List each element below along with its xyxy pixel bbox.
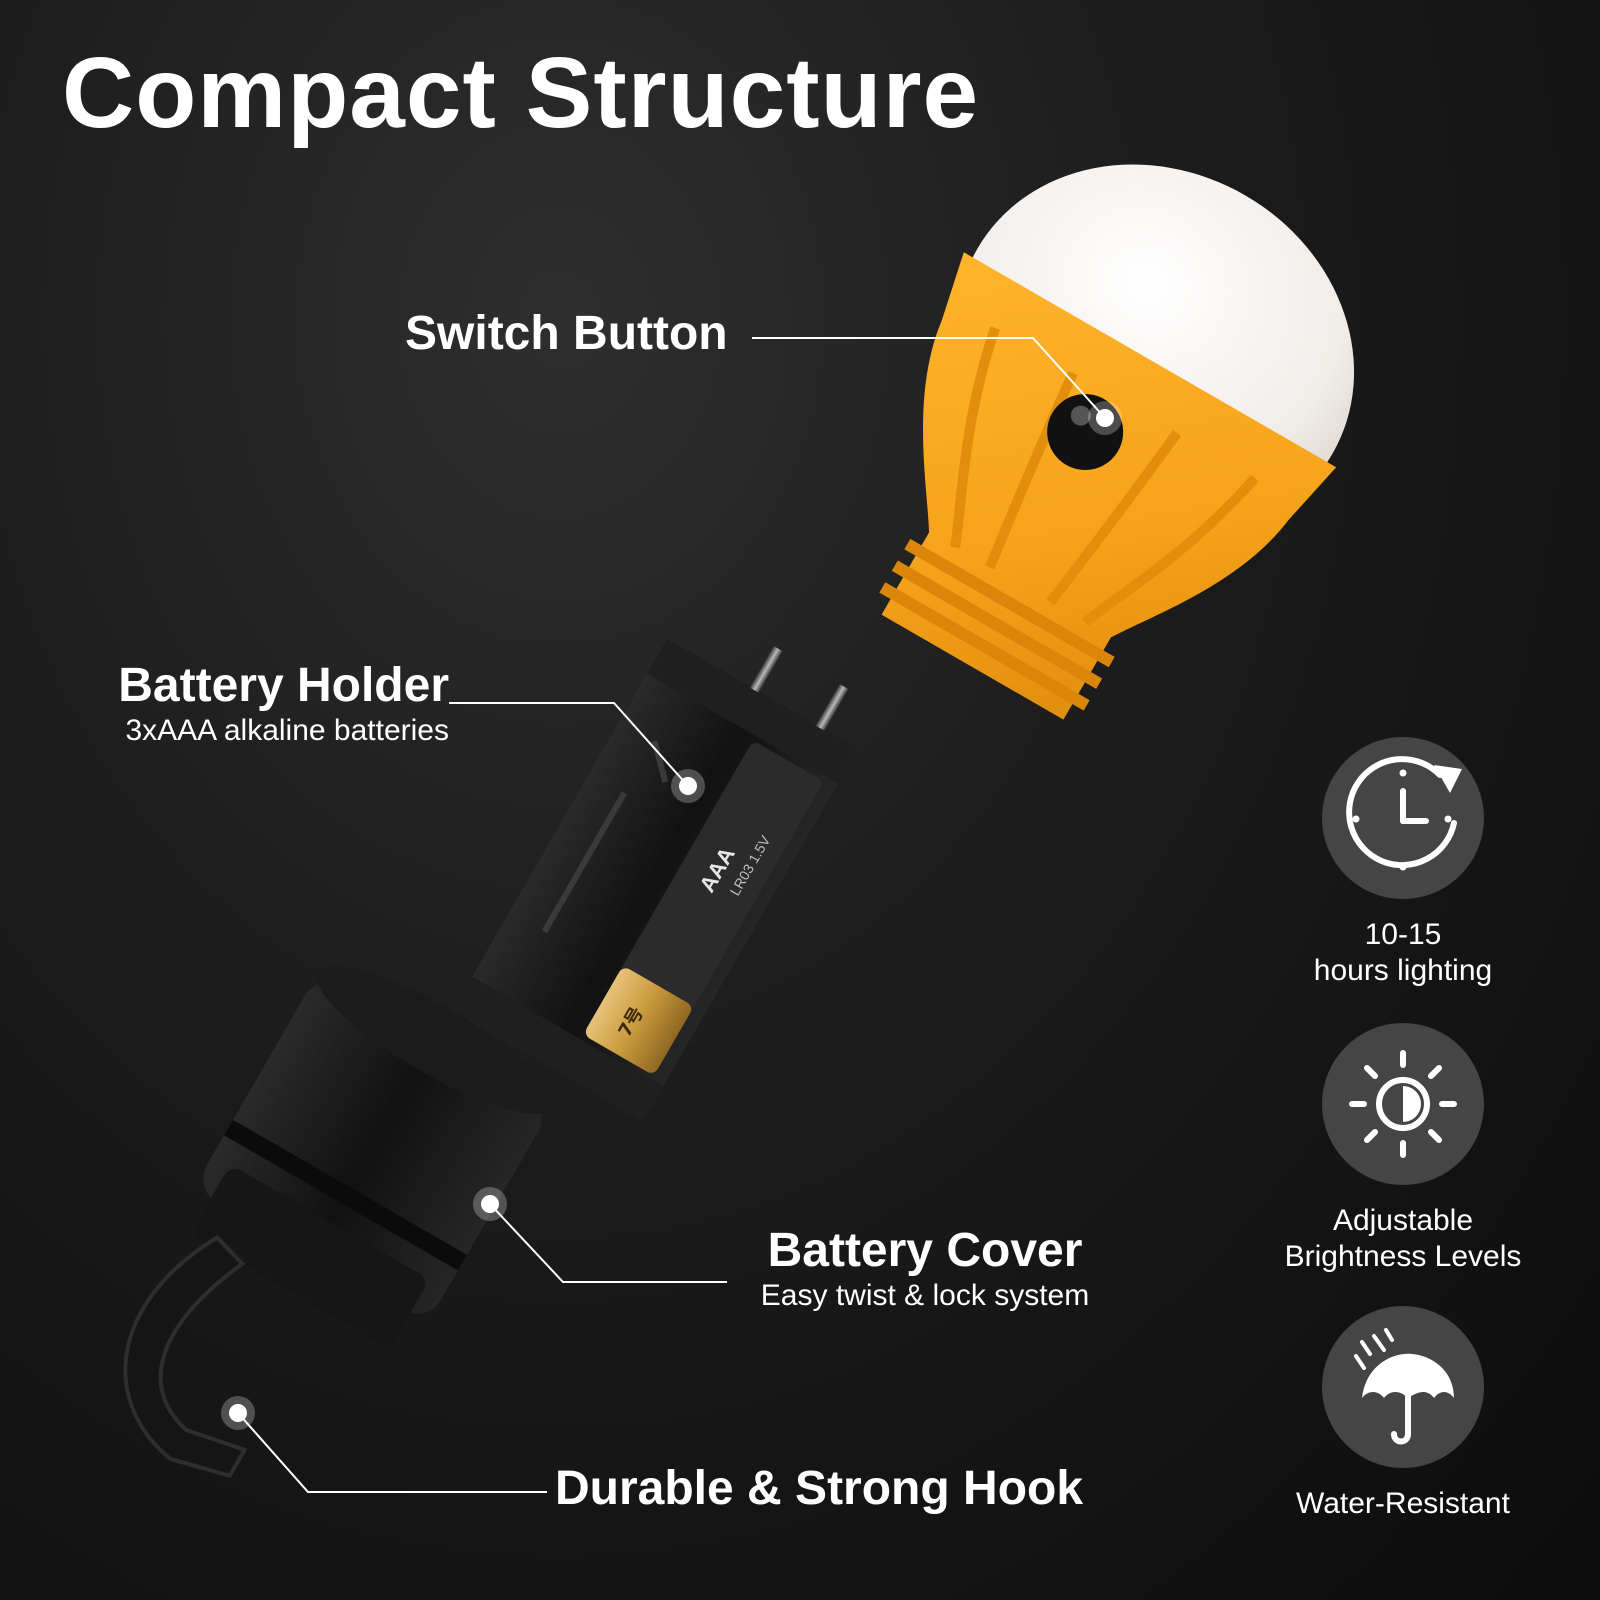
page-title: Compact Structure	[62, 37, 980, 149]
feature-lighting-hours: 10-15 hours lighting	[1243, 737, 1563, 989]
hook-leader	[237, 1412, 547, 1493]
feature-icon-circle	[1322, 1023, 1484, 1185]
battery-holder-sublabel: 3xAAA alkaline batteries	[125, 713, 449, 747]
battery-cover	[123, 966, 554, 1479]
feature-water-resistant: Water-Resistant	[1243, 1306, 1563, 1522]
battery-cover-sublabel: Easy twist & lock system	[760, 1278, 1090, 1312]
hook-callout: Durable & Strong Hook	[555, 1462, 1084, 1516]
hook-label: Durable & Strong Hook	[555, 1462, 1084, 1515]
clock-icon	[1346, 756, 1462, 871]
bulb-housing	[881, 252, 1337, 720]
battery-cover-label: Battery Cover	[767, 1224, 1083, 1277]
switch-button-label: Switch Button	[405, 307, 728, 360]
feature-line: Brightness Levels	[1284, 1240, 1522, 1273]
umbrella-rain-icon	[1354, 1328, 1454, 1445]
callout-dots	[221, 401, 1122, 1430]
feature-label: Water-Resistant	[1243, 1486, 1563, 1522]
brightness-icon	[1349, 1050, 1457, 1158]
feature-line: 10-15	[1364, 918, 1442, 951]
feature-icon-circle	[1322, 1306, 1484, 1468]
feature-line: hours lighting	[1313, 954, 1493, 987]
hook	[123, 1235, 248, 1479]
feature-line: Water-Resistant	[1296, 1487, 1510, 1520]
lantern-bulb	[879, 164, 1355, 720]
feature-icon-circle	[1322, 737, 1484, 899]
battery-cover-callout: Battery Cover Easy twist & lock system	[740, 1224, 1110, 1314]
battery-holder-label: Battery Holder	[118, 659, 449, 712]
feature-line: Adjustable	[1332, 1204, 1474, 1237]
battery-holder-leader	[449, 702, 689, 787]
battery-holder-callout: Battery Holder 3xAAA alkaline batteries	[90, 659, 449, 749]
battery-cover-leader	[489, 1203, 727, 1283]
switch-button-leader	[752, 337, 1106, 419]
feature-brightness: Adjustable Brightness Levels	[1243, 1023, 1563, 1275]
aaa-battery: AAA LR03 1.5V 7号	[585, 743, 822, 1073]
feature-label: 10-15 hours lighting	[1243, 917, 1563, 989]
switch-button-callout: Switch Button	[405, 307, 728, 361]
battery-holder: AAA LR03 1.5V 7号	[452, 638, 858, 1122]
feature-label: Adjustable Brightness Levels	[1243, 1203, 1563, 1275]
